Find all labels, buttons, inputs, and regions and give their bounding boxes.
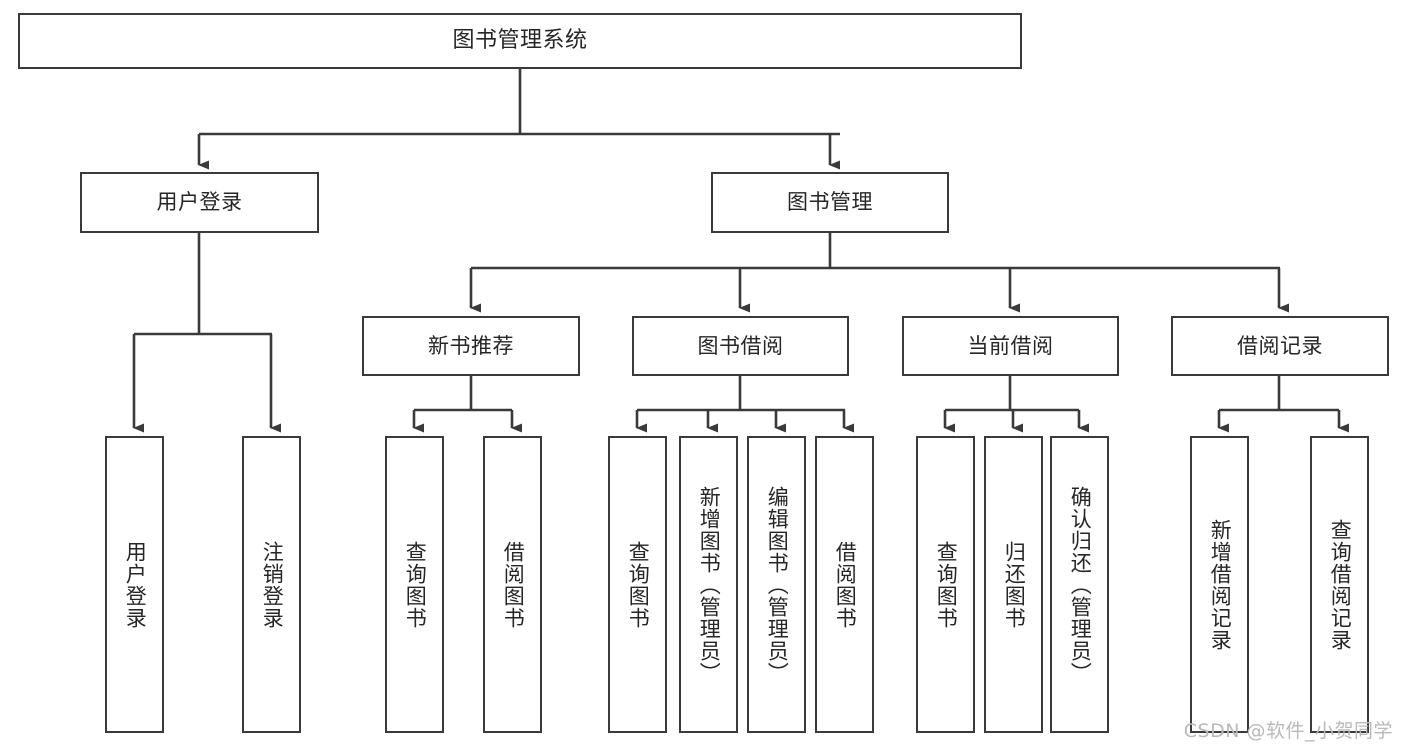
node-leaf-query-record-label: 查询借阅记录 — [1328, 518, 1353, 651]
node-user-login[interactable]: 用户登录 — [80, 172, 319, 233]
node-leaf-add-book[interactable]: 新增图书（管理员） — [679, 436, 738, 733]
node-leaf-user-login[interactable]: 用户登录 — [105, 436, 164, 733]
node-current-borrow[interactable]: 当前借阅 — [902, 316, 1119, 376]
node-leaf-add-record-label: 新增借阅记录 — [1208, 518, 1233, 651]
node-book-manage-label: 图书管理 — [787, 190, 873, 215]
node-leaf-edit-book-label: 编辑图书（管理员） — [765, 485, 790, 684]
node-leaf-query-book-3[interactable]: 查询图书 — [916, 436, 975, 733]
node-leaf-add-record[interactable]: 新增借阅记录 — [1190, 436, 1249, 733]
node-leaf-add-book-label: 新增图书（管理员） — [697, 485, 722, 684]
node-leaf-query-book-2[interactable]: 查询图书 — [608, 436, 667, 733]
node-leaf-query-book-3-label: 查询图书 — [934, 540, 959, 629]
watermark: CSDN @软件_小贺同学 — [1183, 720, 1393, 742]
node-leaf-logout-login-label: 注销登录 — [260, 540, 285, 629]
node-book-borrow[interactable]: 图书借阅 — [632, 316, 849, 376]
node-leaf-borrow-book-2[interactable]: 借阅图书 — [815, 436, 874, 733]
node-book-borrow-label: 图书借阅 — [697, 333, 784, 358]
node-leaf-query-book-1-label: 查询图书 — [403, 540, 428, 629]
node-leaf-confirm-return-label: 确认归还（管理员） — [1068, 485, 1093, 684]
node-borrow-record-label: 借阅记录 — [1237, 333, 1323, 358]
node-book-manage[interactable]: 图书管理 — [711, 172, 949, 233]
node-current-borrow-label: 当前借阅 — [967, 333, 1054, 358]
node-leaf-query-book-2-label: 查询图书 — [626, 540, 651, 629]
node-leaf-borrow-book-1-label: 借阅图书 — [501, 540, 526, 629]
node-new-book-recommend-label: 新书推荐 — [428, 333, 514, 358]
node-leaf-borrow-book-2-label: 借阅图书 — [833, 540, 858, 629]
node-new-book-recommend[interactable]: 新书推荐 — [362, 316, 580, 376]
node-leaf-edit-book[interactable]: 编辑图书（管理员） — [747, 436, 806, 733]
node-root-label: 图书管理系统 — [452, 28, 588, 54]
node-leaf-user-login-label: 用户登录 — [123, 540, 148, 629]
node-leaf-query-record[interactable]: 查询借阅记录 — [1310, 436, 1369, 733]
node-leaf-query-book-1[interactable]: 查询图书 — [385, 436, 444, 733]
node-user-login-label: 用户登录 — [156, 190, 243, 215]
node-leaf-return-book[interactable]: 归还图书 — [984, 436, 1043, 733]
node-leaf-logout-login[interactable]: 注销登录 — [242, 436, 301, 733]
node-root[interactable]: 图书管理系统 — [18, 13, 1022, 69]
node-leaf-confirm-return[interactable]: 确认归还（管理员） — [1050, 436, 1109, 733]
node-borrow-record[interactable]: 借阅记录 — [1171, 316, 1389, 376]
node-leaf-return-book-label: 归还图书 — [1002, 540, 1027, 629]
node-leaf-borrow-book-1[interactable]: 借阅图书 — [483, 436, 542, 733]
